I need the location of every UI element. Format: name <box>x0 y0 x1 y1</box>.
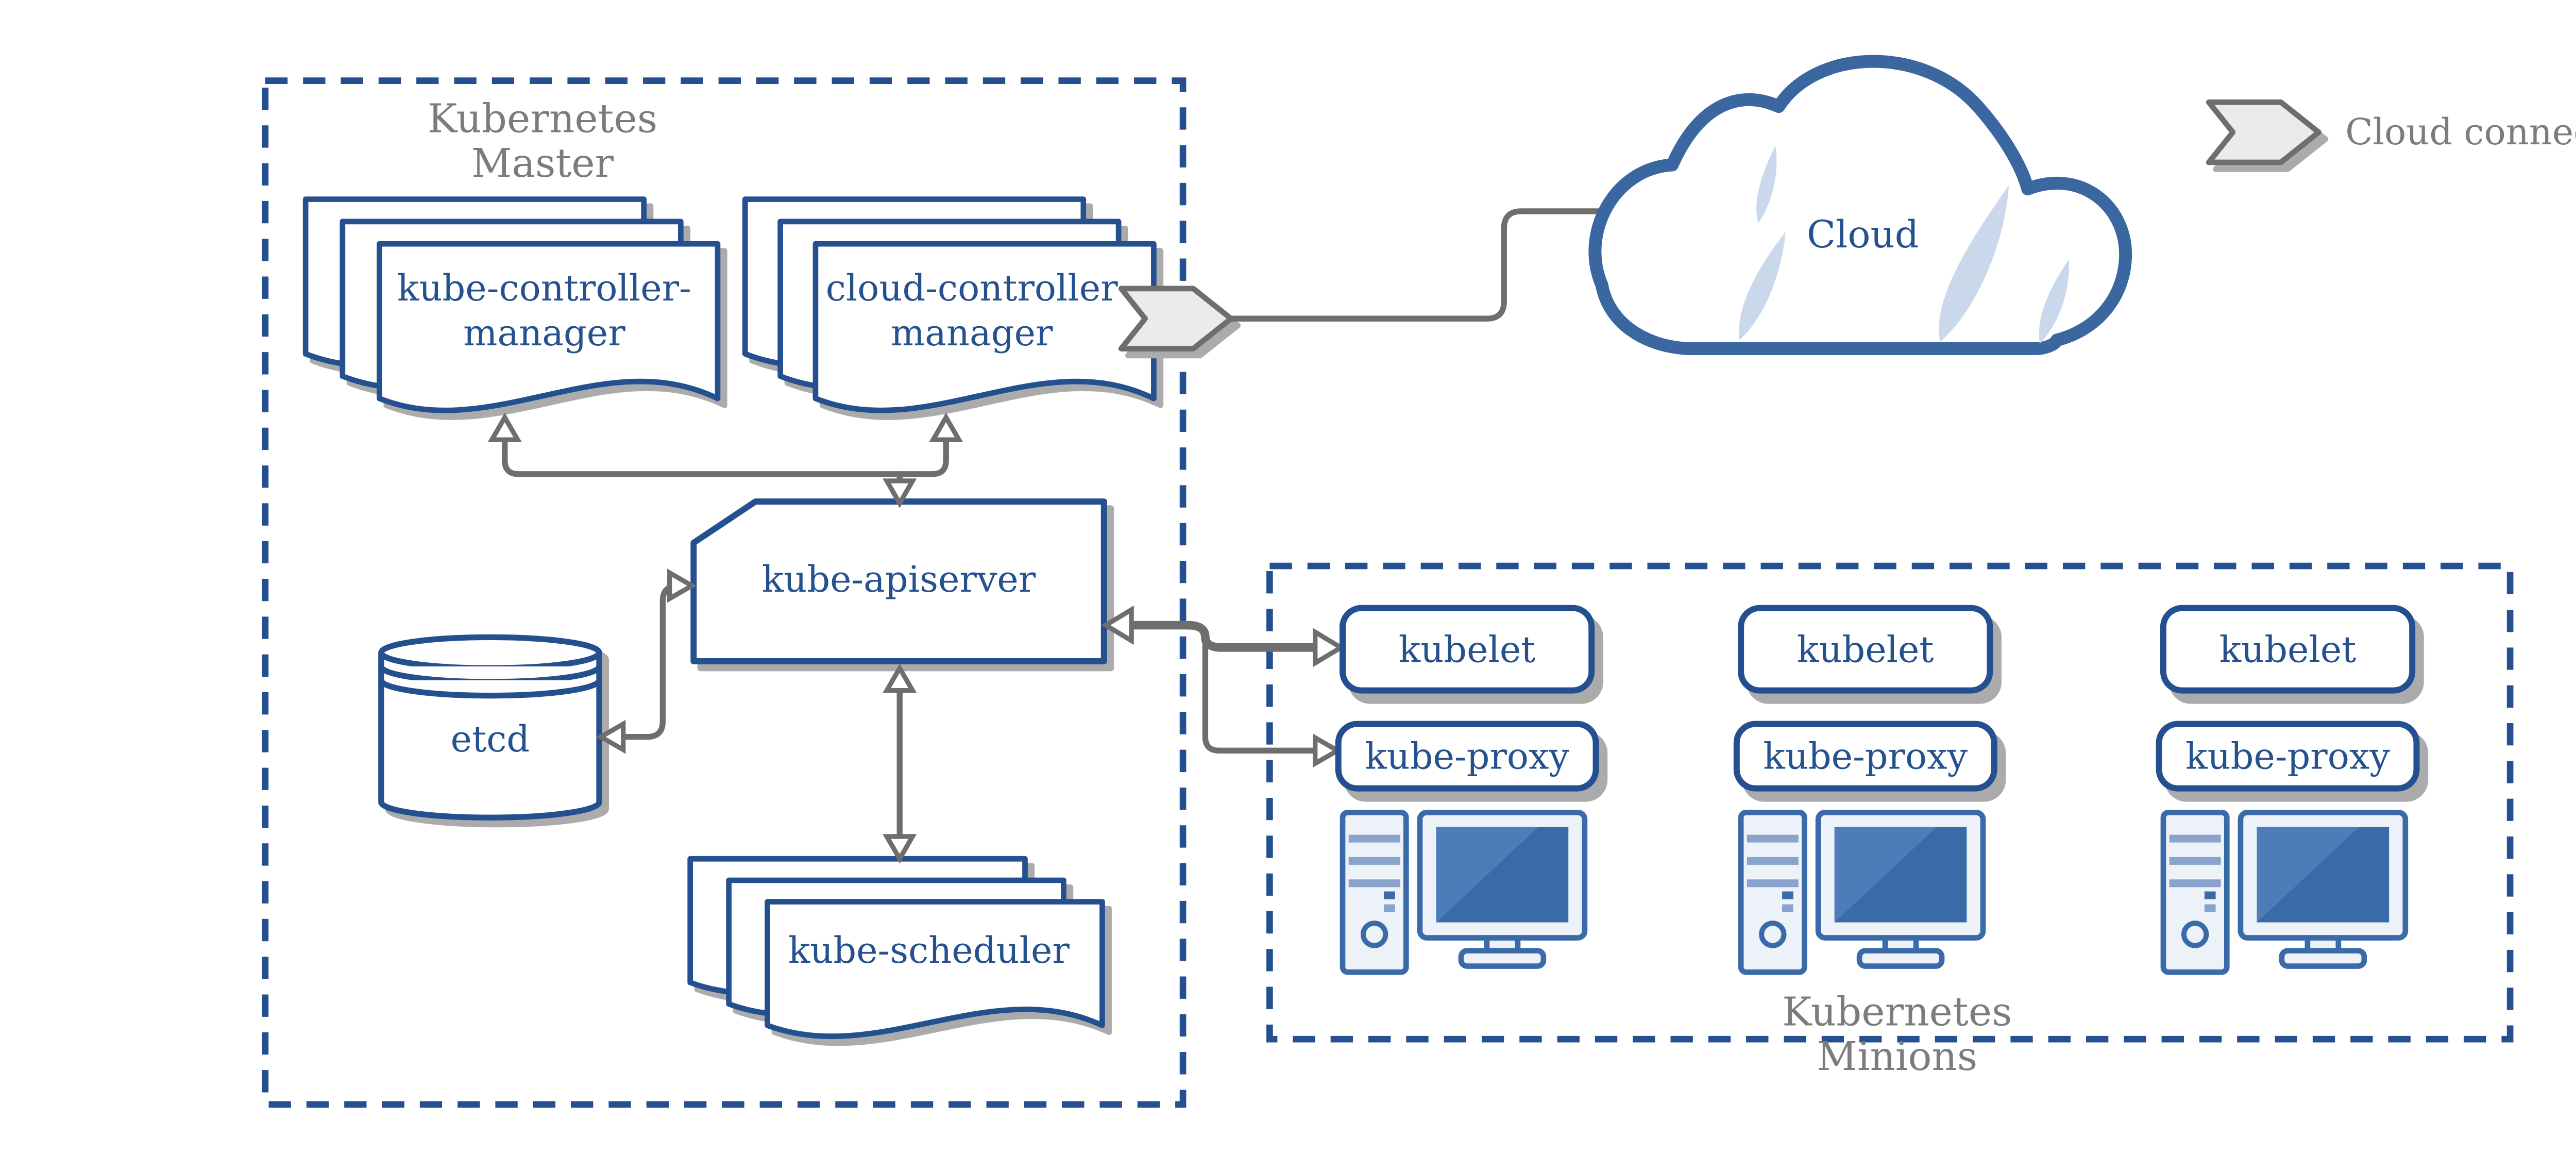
kubelet-box <box>1340 605 1595 694</box>
cloud-label: Cloud <box>1806 214 1919 258</box>
document-front-icon <box>765 899 1105 1039</box>
kube-scheduler-shape <box>687 856 1105 1039</box>
computer-tower-icon <box>1340 809 1409 975</box>
master-title-line1: Kubernetes <box>427 97 658 143</box>
etcd-label: etcd <box>450 718 530 760</box>
cloud-crescent-icon <box>1739 231 1786 340</box>
kube-proxy-label: kube-proxy <box>2185 735 2390 777</box>
master-group-border <box>262 77 1187 1108</box>
arrow-etcd-apiserver <box>620 582 679 740</box>
tower-stripe <box>1348 879 1400 888</box>
kcm-line2: manager <box>463 312 625 354</box>
kube-controller-manager-label: kube-controller- manager <box>397 266 691 356</box>
arrowhead-right-kubelet <box>1313 628 1346 667</box>
minion-column-1 <box>1335 605 1599 792</box>
minions-title-line2: Minions <box>1817 1035 1978 1081</box>
tower-stripe <box>1747 857 1799 865</box>
tower-stripe <box>1747 879 1799 888</box>
etcd-cylinder-icon <box>378 634 602 821</box>
kube-proxy-box <box>1733 721 1997 792</box>
minion-column-3 <box>2156 605 2420 792</box>
tower-power-button <box>1361 921 1388 948</box>
kube-proxy-box <box>1335 721 1599 792</box>
kubelet-label: kubelet <box>1797 628 1934 670</box>
master-group-title: Kubernetes Master <box>428 98 657 187</box>
arrowhead-right-kubeproxy <box>1313 733 1343 768</box>
tower-led <box>1782 904 1793 912</box>
kube-apiserver-label: kube-apiserver <box>761 559 1036 600</box>
tower-stripe <box>1348 857 1400 865</box>
computer-tower-icon <box>2160 809 2230 975</box>
computer-icon <box>1738 809 1986 975</box>
kube-proxy-box <box>2156 721 2420 792</box>
arrowhead-up-apiserver-bottom <box>883 663 917 693</box>
minions-group-title: Kubernetes Minions <box>1782 991 2012 1080</box>
tower-power-button <box>2181 921 2209 948</box>
arrowhead-left-apiserver-right <box>1101 605 1134 645</box>
master-title-line2: Master <box>471 142 614 188</box>
minion-column-2 <box>1733 605 1997 792</box>
minions-title-line1: Kubernetes <box>1782 991 2012 1036</box>
arrowhead-down-apiserver <box>883 478 917 508</box>
kubelet-label: kubelet <box>2219 628 2357 670</box>
monitor-base <box>1458 948 1547 969</box>
tower-led <box>1383 891 1395 899</box>
arrowhead-right-apiserver <box>667 568 697 603</box>
tower-power-button <box>1759 921 1787 948</box>
cloud-crescent-icon <box>2039 259 2070 344</box>
ccm-line2: manager <box>890 312 1053 354</box>
kubelet-box <box>1738 605 1993 694</box>
computer-icon <box>2160 809 2409 975</box>
cloud-connector-icon <box>1118 286 1234 352</box>
arrow-apiserver-kubeproxy <box>1202 639 1317 754</box>
arrowhead-up-ccm <box>929 412 963 442</box>
kcm-line1: kube-controller- <box>397 267 691 309</box>
computer-icon <box>1340 809 1588 975</box>
tower-stripe <box>2169 834 2221 843</box>
monitor-base <box>1856 948 1945 969</box>
tower-stripe <box>2169 857 2221 865</box>
kube-scheduler-label: kube-scheduler <box>788 930 1070 972</box>
kubelet-box <box>2160 605 2416 694</box>
tower-stripe <box>2169 879 2221 888</box>
cloud-crescent-icon <box>1756 146 1777 224</box>
kube-proxy-label: kube-proxy <box>1763 735 1968 777</box>
arrow-apiserver-to-controllers <box>502 426 949 477</box>
cloud-icon <box>1588 55 2132 355</box>
minions-group-border <box>1266 562 2514 1043</box>
tower-led <box>1383 904 1395 912</box>
document-front-icon <box>377 241 721 413</box>
document-front-icon <box>812 241 1157 413</box>
tower-stripe <box>1747 834 1799 843</box>
legend-cloud-connector-icon <box>2206 99 2321 165</box>
tower-led <box>1782 891 1793 899</box>
monitor-base <box>2279 948 2367 969</box>
ccm-line1: cloud-controller <box>825 267 1118 309</box>
kube-proxy-label: kube-proxy <box>1365 735 1570 777</box>
computer-tower-icon <box>1738 809 1807 975</box>
tower-stripe <box>1348 834 1400 843</box>
legend-label: Cloud connector <box>2345 111 2576 153</box>
arrow-apiserver-kubelet <box>1124 621 1320 652</box>
arrow-connector-cloud <box>1228 208 1614 322</box>
kube-controller-manager-shape <box>302 196 721 413</box>
arrowhead-down-scheduler <box>883 834 917 864</box>
cloud-crescent-icon <box>1939 185 2009 342</box>
kube-apiserver-shape <box>690 498 1107 665</box>
cloud-controller-manager-label: cloud-controller manager <box>826 266 1118 356</box>
tower-led <box>2204 904 2216 912</box>
arrowhead-left-etcd <box>596 720 626 754</box>
kubelet-label: kubelet <box>1398 628 1536 670</box>
cloud-controller-manager-shape <box>742 196 1157 413</box>
arrowhead-up-kcm <box>487 412 522 442</box>
tower-led <box>2204 891 2216 899</box>
